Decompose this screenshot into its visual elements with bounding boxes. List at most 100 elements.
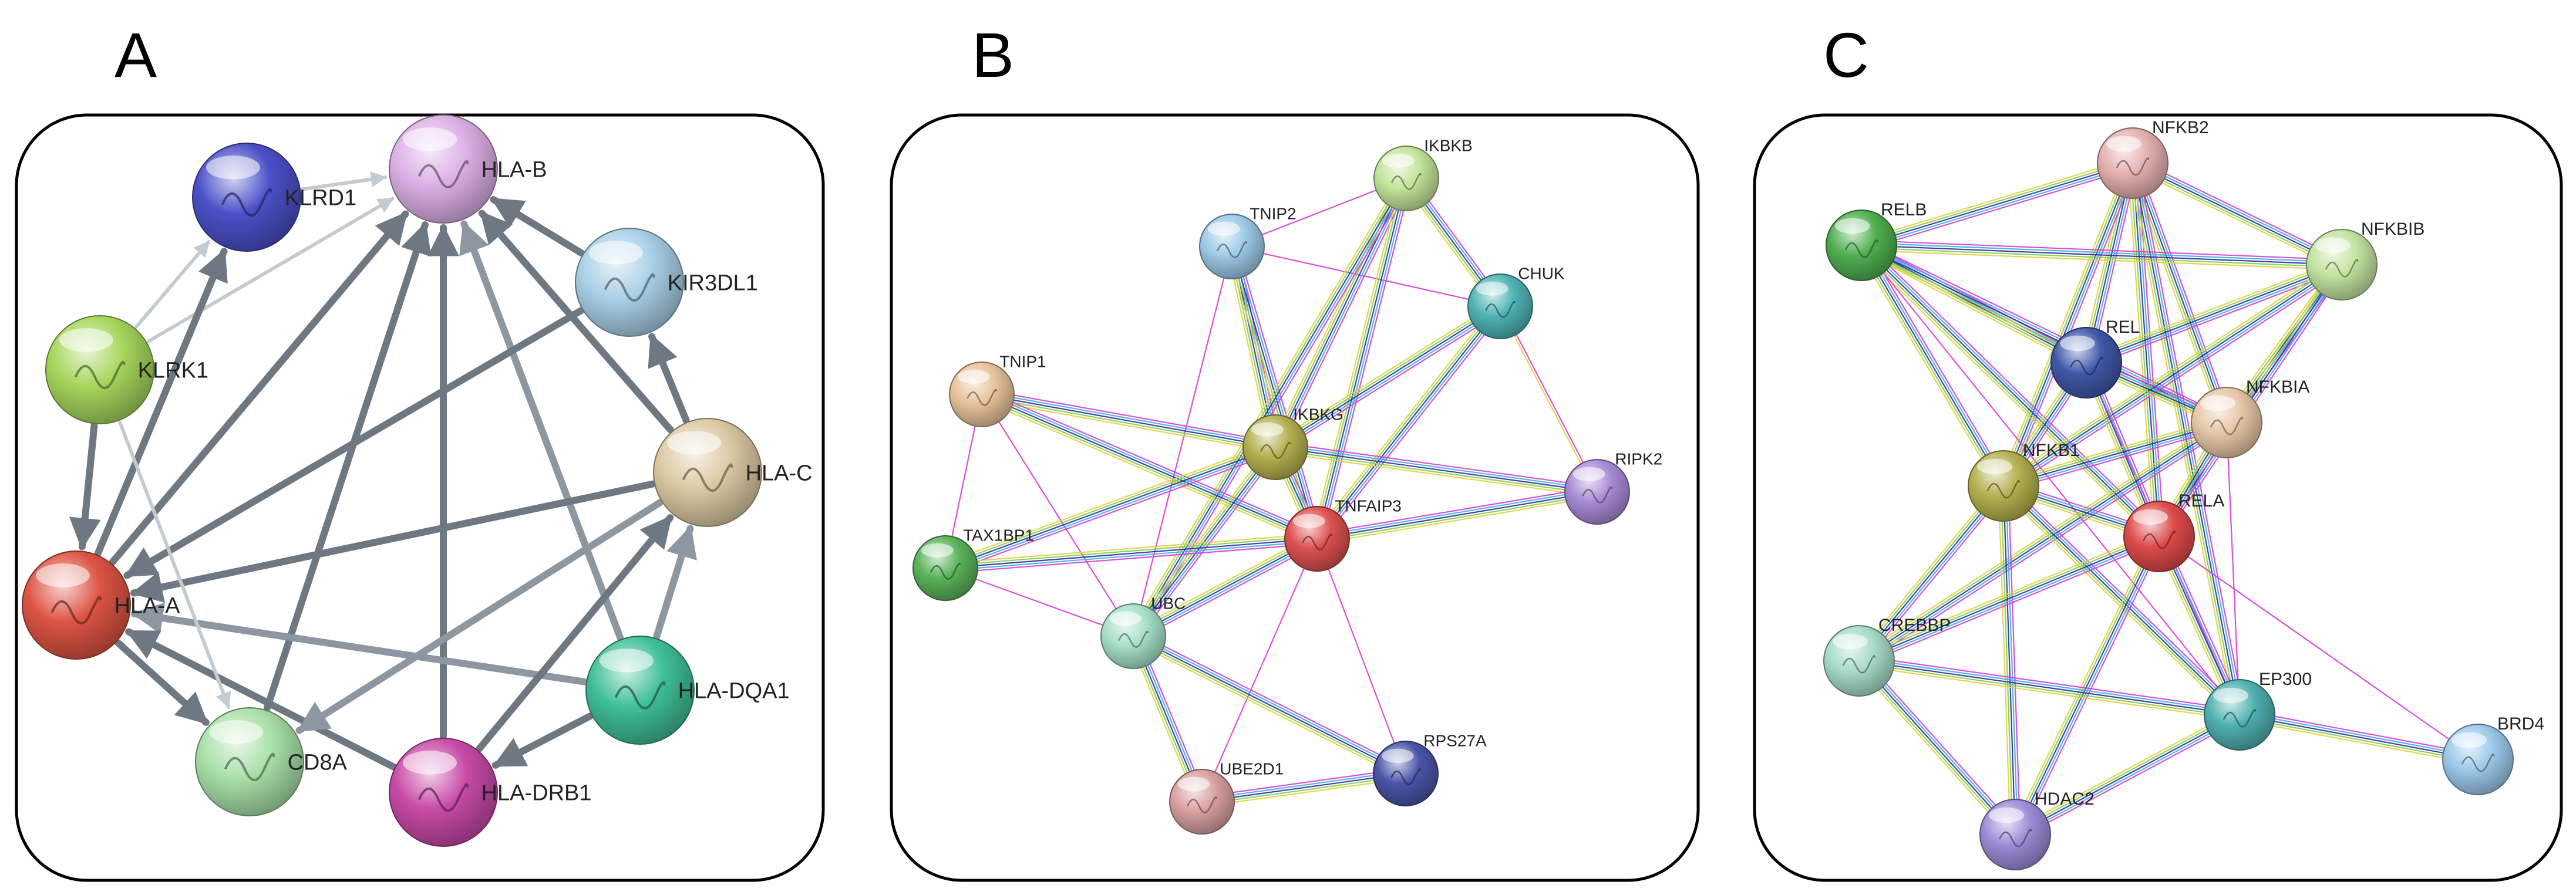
edge-ikbkg-tax1bp1 xyxy=(943,442,1278,573)
protein-structure-icon xyxy=(1302,533,1332,550)
protein-structure-icon xyxy=(1844,239,1878,258)
protein-structure-icon xyxy=(224,752,275,781)
protein-structure-icon xyxy=(1391,173,1422,190)
edge-hla-c-hla-b xyxy=(478,210,674,434)
edge-relb-nfkbia xyxy=(1858,240,2230,428)
node-kir3dl1[interactable]: KIR3DL1 xyxy=(575,228,758,337)
edge-crebbp-hdac2 xyxy=(1854,657,2020,839)
edge-ube2d1-rps27a xyxy=(1201,768,1407,808)
protein-structure-icon xyxy=(221,188,272,217)
node-nfkbib[interactable]: NFKBIB xyxy=(2306,219,2425,300)
node-label: KIR3DL1 xyxy=(668,271,758,296)
node-label: IKBKG xyxy=(1293,405,1343,423)
node-chuk[interactable]: CHUK xyxy=(1467,264,1565,339)
node-cd8a[interactable]: CD8A xyxy=(195,707,348,816)
edge-ep300-hdac2 xyxy=(2012,710,2242,840)
protein-structure-icon xyxy=(50,596,102,624)
edge-klrk1-hla-a xyxy=(69,422,101,550)
panel-letter-c: C xyxy=(1823,19,1869,90)
edge-crebbp-ep300 xyxy=(1858,655,2241,721)
protein-structure-icon xyxy=(1260,441,1291,459)
edge-tnip1-ikbkg xyxy=(981,389,1277,453)
panel-letter-b: B xyxy=(972,19,1015,90)
edge-chuk-ripk2 xyxy=(1499,305,1599,493)
node-nfkbia[interactable]: NFKBIA xyxy=(2191,377,2309,458)
node-label: RIPK2 xyxy=(1615,450,1662,468)
node-ubc[interactable]: UBC xyxy=(1100,594,1186,669)
node-ikbkb[interactable]: IKBKB xyxy=(1373,136,1473,211)
protein-structure-icon xyxy=(1217,241,1247,258)
node-brd4[interactable]: BRD4 xyxy=(2442,714,2544,795)
edge-nfkb2-nfkbib xyxy=(2130,158,2345,270)
edge-ep300-brd4 xyxy=(2238,709,2479,765)
edge-rela-brd4 xyxy=(2159,536,2479,760)
edge-hla-c-hla-a xyxy=(130,480,656,603)
edge-nfkbia-crebbp xyxy=(1856,418,2230,666)
edge-rela-crebbp xyxy=(1857,531,2161,666)
node-hla-dqa1[interactable]: HLA-DQA1 xyxy=(585,636,790,745)
node-label: TNIP2 xyxy=(1250,204,1296,222)
node-crebbp[interactable]: CREBBP xyxy=(1823,616,1951,697)
node-label: BRD4 xyxy=(2497,714,2544,734)
node-nfkb2[interactable]: NFKB2 xyxy=(2097,118,2209,199)
node-label: HLA-DRB1 xyxy=(481,781,592,806)
node-label: NFKB2 xyxy=(2152,118,2209,137)
node-hla-drb1[interactable]: HLA-DRB1 xyxy=(389,738,592,847)
node-ep300[interactable]: EP300 xyxy=(2204,670,2312,751)
node-ikbkg[interactable]: IKBKG xyxy=(1242,405,1343,480)
node-ube2d1[interactable]: UBE2D1 xyxy=(1169,759,1284,835)
node-hdac2[interactable]: HDAC2 xyxy=(1979,789,2095,870)
edge-chuk-tnfaip3 xyxy=(1312,303,1505,542)
edge-klrk1-cd8a xyxy=(118,420,231,709)
node-hla-b[interactable]: HLA-B xyxy=(389,114,547,224)
node-tnip2[interactable]: TNIP2 xyxy=(1199,204,1297,279)
protein-structure-icon xyxy=(930,562,961,580)
node-label: CD8A xyxy=(288,751,348,775)
edge-hla-a-cd8a xyxy=(115,639,210,726)
protein-structure-icon xyxy=(2069,357,2103,376)
edge-ubc-rps27a xyxy=(1130,631,1409,779)
node-label: TNIP1 xyxy=(999,352,1046,370)
protein-structure-icon xyxy=(1187,796,1217,813)
node-label: NFKBIA xyxy=(2246,377,2309,397)
edge-chuk-ikbkg xyxy=(1272,301,1504,452)
edge-hla-c-cd8a xyxy=(295,499,664,734)
node-hla-c[interactable]: HLA-C xyxy=(653,418,813,527)
protein-structure-icon xyxy=(1118,630,1149,648)
edge-rela-hdac2 xyxy=(2010,533,2164,837)
protein-structure-icon xyxy=(682,463,733,492)
edge-tnfaip3-ubc xyxy=(1130,533,1320,641)
edge-tnfaip3-ube2d1 xyxy=(1201,538,1318,802)
node-label: TNFAIP3 xyxy=(1335,497,1402,515)
edge-tnfaip3-rps27a xyxy=(1316,538,1407,774)
protein-structure-icon xyxy=(1998,829,2032,847)
node-label: HLA-C xyxy=(746,461,813,486)
edge-layer xyxy=(69,171,697,771)
node-rps27a[interactable]: RPS27A xyxy=(1373,731,1487,806)
node-tax1bp1[interactable]: TAX1BP1 xyxy=(912,526,1034,601)
node-label: UBC xyxy=(1151,594,1186,612)
protein-structure-icon xyxy=(417,783,469,812)
node-rel[interactable]: REL xyxy=(2050,318,2140,398)
edge-ikbkg-ubc xyxy=(1129,444,1280,640)
node-ripk2[interactable]: RIPK2 xyxy=(1564,450,1662,525)
edge-ikbkb-ikbkg xyxy=(1270,175,1412,450)
edge-tnfaip3-ripk2 xyxy=(1316,486,1598,545)
node-klrd1[interactable]: KLRD1 xyxy=(192,143,356,252)
protein-structure-icon xyxy=(1390,768,1421,785)
node-rela[interactable]: RELA xyxy=(2123,491,2224,572)
edge-nfkbib-rel xyxy=(2084,259,2344,368)
edge-nfkb1-crebbp xyxy=(1854,482,2008,665)
node-nfkb1[interactable]: NFKB1 xyxy=(1968,441,2080,522)
node-hla-a[interactable]: HLA-A xyxy=(22,550,180,660)
node-tnip1[interactable]: TNIP1 xyxy=(949,352,1046,427)
edge-nfkb2-nfkb1 xyxy=(1998,161,2138,488)
edge-relb-ep300 xyxy=(1861,245,2240,715)
protein-structure-icon xyxy=(2116,157,2150,176)
node-label: NFKBIB xyxy=(2361,219,2425,239)
node-tnfaip3[interactable]: TNFAIP3 xyxy=(1284,497,1402,572)
node-klrk1[interactable]: KLRK1 xyxy=(45,315,208,424)
node-relb[interactable]: RELB xyxy=(1826,200,1927,281)
